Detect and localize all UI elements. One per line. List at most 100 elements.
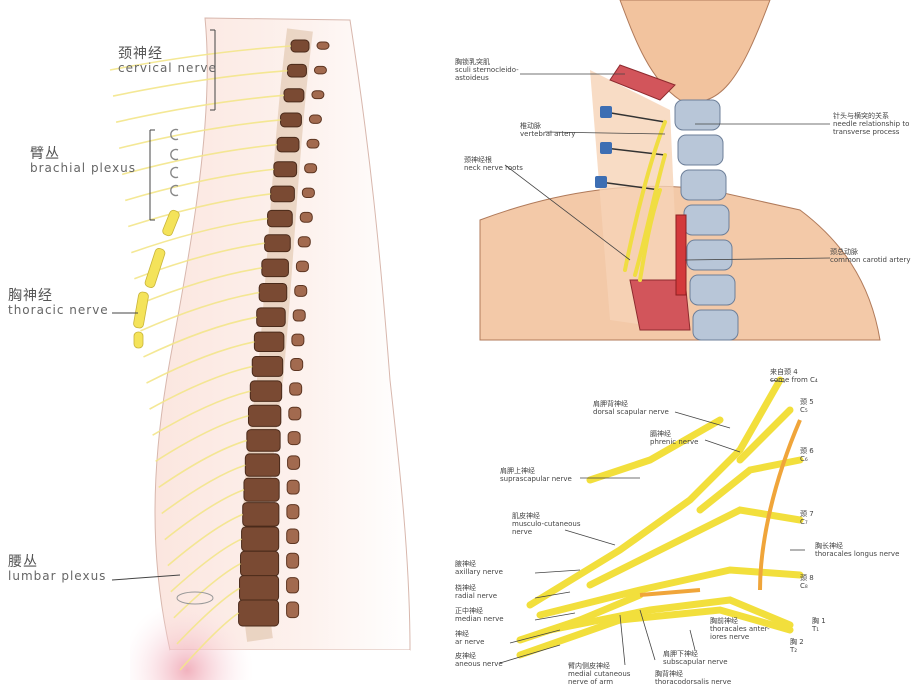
- ulnar-en: ar nerve: [455, 638, 485, 647]
- c4-en: come from C₄: [770, 376, 818, 385]
- nerve-fiber: [118, 119, 281, 150]
- needle-cn: 针头与横突的关系: [833, 112, 889, 120]
- vertebra: [261, 258, 289, 278]
- nerve-fiber: [176, 587, 240, 645]
- axillary-en: axillary nerve: [455, 568, 503, 577]
- thoracic-cn: 胸神经: [8, 288, 53, 304]
- musculocutaneous-en2: nerve: [512, 528, 533, 537]
- nerve-fiber: [131, 217, 268, 254]
- c8-cn: 颈 8: [800, 574, 814, 582]
- brachial-en: brachial plexus: [30, 161, 137, 176]
- spinous-process: [286, 528, 300, 544]
- medial-cutaneous-cn: 臂内侧皮神经: [568, 662, 610, 670]
- dorsal-scapular-en: dorsal scapular nerve: [593, 408, 669, 417]
- nerve-fiber: [115, 94, 285, 123]
- thoracic-nerve-label: 胸神经 thoracic nerve: [8, 288, 109, 318]
- axillary-cn: 腋神经: [455, 560, 476, 568]
- cutaneous-en: aneous nerve: [455, 660, 503, 669]
- needle-label: 针头与横突的关系 needle relationship to transver…: [833, 112, 909, 136]
- spinous-process: [299, 211, 313, 223]
- dorsal-scapular-cn: 肩胛背神经: [593, 400, 628, 408]
- musculocutaneous-en1: musculo-cutaneous: [512, 520, 581, 529]
- spinous-process: [286, 577, 300, 594]
- t1-en: T₁: [812, 625, 820, 634]
- thoracodorsal-cn: 胸背神经: [655, 670, 683, 678]
- vertebra: [276, 136, 300, 153]
- scm-cn: 胸锁乳突肌: [455, 58, 490, 66]
- spinous-process: [301, 187, 315, 198]
- scm-en1: sculi sternocleido-: [455, 66, 519, 75]
- vertebra: [258, 282, 288, 303]
- vertebral-en: vertebral artery: [520, 130, 576, 139]
- scm-en2: astoideus: [455, 74, 489, 83]
- neck-roots-label: 颈神经根 neck nerve roots: [464, 156, 523, 172]
- thoracic-en: thoracic nerve: [8, 303, 109, 318]
- spinous-process: [306, 138, 320, 149]
- lumbar-plexus-label: 腰丛 lumbar plexus: [8, 554, 106, 584]
- nerve-fiber: [128, 193, 271, 228]
- vertebra: [249, 380, 283, 402]
- spinous-process: [286, 601, 300, 619]
- carotid-en: common carotid artery: [830, 256, 911, 265]
- vertebra: [244, 453, 281, 477]
- nerve-fiber: [121, 143, 278, 176]
- nerve-fiber: [124, 168, 274, 202]
- subscapular-cn: 肩胛下神经: [663, 650, 698, 658]
- spinous-process: [286, 552, 300, 569]
- ulnar-cn: 神经: [455, 630, 469, 638]
- anterior-thoracic-cn: 胸前神经: [710, 617, 738, 625]
- spinous-process: [286, 504, 300, 520]
- nerve-fiber: [173, 562, 241, 619]
- vertebra: [270, 185, 295, 203]
- c4-cn: 来自颈 4: [770, 368, 798, 376]
- vertebra: [283, 88, 305, 103]
- t2-cn: 胸 2: [790, 638, 804, 646]
- spinous-process: [297, 236, 311, 248]
- nerve-fibers: [109, 45, 292, 671]
- thoracodorsal-en: thoracodorsalis nerve: [655, 678, 732, 687]
- nerve-fiber: [137, 267, 262, 306]
- spinous-process: [286, 479, 300, 495]
- vertebra: [267, 209, 293, 228]
- cervical-nerve-label: 颈神经 cervical nerve: [118, 46, 217, 76]
- brachial-plexus-label: 臂丛 brachial plexus: [30, 146, 136, 176]
- nerve-fiber: [167, 513, 244, 567]
- vertebra: [240, 550, 280, 577]
- medial-cutaneous-en1: medial cutaneous: [568, 670, 631, 679]
- nerve-fiber: [112, 69, 288, 97]
- spinous-process: [288, 406, 302, 421]
- nerve-fiber: [155, 415, 249, 462]
- spinous-process: [287, 455, 301, 470]
- vertebra: [264, 234, 291, 253]
- t2-en: T₂: [790, 646, 798, 655]
- spinous-process: [311, 90, 325, 100]
- nerve-fiber: [149, 365, 253, 410]
- radial-en: radial nerve: [455, 592, 498, 601]
- c7-en: C₇: [800, 518, 808, 527]
- nerve-fiber: [170, 538, 242, 593]
- phrenic-en: phrenic nerve: [650, 438, 699, 447]
- lumbar-cn: 腰丛: [8, 554, 38, 570]
- brachial-plexus-diagram: [499, 376, 805, 666]
- vertebra: [286, 63, 307, 78]
- median-cn: 正中神经: [455, 607, 483, 615]
- phrenic-cn: 膈神经: [650, 430, 671, 438]
- suprascapular-cn: 肩胛上神经: [500, 467, 535, 475]
- vertebra: [241, 526, 280, 552]
- vertebra: [239, 575, 280, 602]
- carotid-cn: 颈总动脉: [830, 248, 858, 256]
- nerve-fiber: [143, 316, 257, 358]
- cutaneous-cn: 皮神经: [455, 652, 476, 660]
- spinous-process: [291, 333, 305, 347]
- lumbar-en: lumbar plexus: [8, 569, 107, 584]
- vertebra: [273, 161, 298, 178]
